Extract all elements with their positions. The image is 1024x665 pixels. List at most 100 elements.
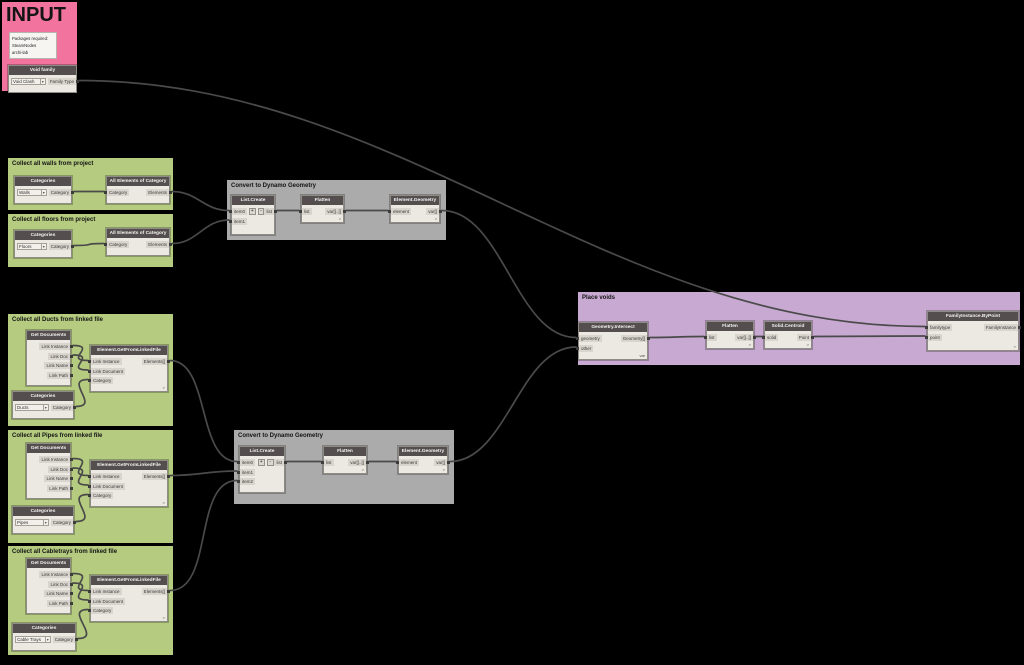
node-header[interactable]: All Elements of Category [107, 229, 169, 238]
node-header[interactable]: Element.Geometry [391, 196, 439, 205]
input-port-link-instance[interactable]: Link Instance [88, 358, 122, 365]
wire[interactable] [75, 493, 89, 523]
output-port-familyinstance[interactable]: FamilyInstance [983, 324, 1022, 331]
dropdown-walls[interactable]: Walls▾ [17, 189, 47, 196]
input-port-item1[interactable]: item1 [228, 217, 248, 225]
lacing-indicator[interactable]: > [434, 215, 437, 221]
input-port-item0[interactable]: item0 [228, 208, 248, 215]
wire[interactable] [169, 359, 238, 463]
lacing-indicator[interactable]: > [442, 466, 445, 472]
node-header[interactable]: Flatten [302, 196, 343, 205]
add-input-button[interactable]: + [257, 459, 265, 466]
wire[interactable] [73, 242, 105, 247]
input-port-item1[interactable]: item1 [236, 468, 256, 476]
output-port-link-path[interactable]: Link Path [47, 599, 73, 607]
output-port-link-path[interactable]: Link Path [47, 484, 73, 492]
node-header[interactable]: Element.GetFromLinkedFile [91, 461, 167, 470]
input-port-category[interactable]: Category [87, 607, 114, 614]
input-port-item0[interactable]: item0 [236, 459, 256, 466]
output-port-category[interactable]: Category [50, 519, 77, 526]
lacing-indicator[interactable]: > [162, 499, 165, 505]
output-port-link-doc[interactable]: Link Doc [48, 465, 73, 473]
lacing-indicator[interactable]: > [806, 341, 809, 347]
node-header[interactable]: Get Documents [27, 444, 70, 453]
lacing-indicator[interactable]: > [338, 215, 341, 221]
input-port-link-instance[interactable]: Link Instance [88, 473, 122, 480]
input-port-category[interactable]: Category [87, 377, 114, 384]
node-header[interactable]: Geometry.Intersect [579, 323, 647, 332]
input-port-element[interactable]: element [387, 208, 412, 215]
output-port-link-doc[interactable]: Link Doc [48, 352, 73, 360]
wire[interactable] [169, 479, 238, 592]
input-port-geometry[interactable]: geometry [576, 335, 602, 342]
wire[interactable] [169, 470, 238, 477]
lacing-indicator[interactable]: > [162, 384, 165, 390]
output-port-var[interactable]: var[] [434, 459, 450, 466]
output-port-link-doc[interactable]: Link Doc [48, 580, 73, 588]
output-port-link-instance[interactable]: Link Instance [39, 571, 73, 578]
lacing-indicator[interactable]: > [162, 614, 165, 620]
wire[interactable] [441, 209, 577, 339]
lacing-indicator[interactable]: > [1013, 344, 1016, 349]
remove-input-button[interactable]: - [266, 459, 274, 466]
node-list-create-1[interactable]: List.Create item0+-list item1 [228, 195, 277, 235]
node-header[interactable]: Categories [13, 624, 75, 633]
output-port-category[interactable]: Category [48, 189, 75, 196]
output-port-link-instance[interactable]: Link Instance [39, 456, 73, 463]
output-port-elements[interactable]: Elements [146, 189, 172, 196]
wire[interactable] [649, 335, 705, 339]
lacing-indicator[interactable]: var [639, 353, 645, 358]
node-header[interactable]: Categories [13, 392, 73, 401]
lacing-indicator[interactable]: > [361, 466, 364, 472]
wire[interactable] [813, 335, 926, 338]
output-port-list[interactable]: list [274, 459, 287, 466]
input-port-list[interactable]: list [321, 459, 334, 466]
dropdown-cable-trays[interactable]: Cable Trays▾ [15, 636, 51, 643]
output-port-elements[interactable]: Elements [146, 241, 172, 248]
node-header[interactable]: Void family [9, 66, 76, 75]
wire[interactable] [75, 378, 89, 408]
output-port-link-instance[interactable]: Link Instance [39, 343, 73, 350]
node-header[interactable]: List.Create [240, 447, 284, 456]
wire[interactable] [72, 582, 89, 601]
input-port-category[interactable]: Category [103, 189, 130, 196]
node-header[interactable]: Solid.Centroid [765, 322, 811, 331]
remove-input-button[interactable]: - [257, 208, 265, 215]
input-port-item2[interactable]: item2 [236, 478, 256, 485]
wire[interactable] [72, 354, 89, 371]
node-header[interactable]: List.Create [232, 196, 274, 205]
output-port-var[interactable]: var[]..[] [735, 334, 756, 341]
input-port-category[interactable]: Category [103, 241, 130, 248]
output-port-point[interactable]: Point [796, 334, 815, 341]
node-header[interactable]: Categories [13, 507, 73, 516]
output-port-link-name[interactable]: Link Name [44, 362, 73, 369]
output-port-elements[interactable]: Elements[] [141, 473, 171, 480]
output-port-list[interactable]: list [264, 208, 277, 215]
node-header[interactable]: Get Documents [27, 331, 70, 340]
node-header[interactable]: All Elements of Category [107, 177, 169, 186]
wire[interactable] [449, 346, 577, 463]
wire[interactable] [72, 467, 89, 486]
lacing-indicator[interactable]: > [748, 341, 751, 347]
input-port-element[interactable]: element [395, 459, 420, 466]
node-header[interactable]: Categories [15, 177, 71, 186]
input-port-link-document[interactable]: Link Document [87, 367, 126, 375]
wire[interactable] [171, 190, 230, 212]
node-element-geometry-1[interactable]: Element.Geometry element var[]> [387, 195, 442, 223]
node-header[interactable]: Get Documents [27, 559, 70, 568]
input-port-category[interactable]: Category [87, 492, 114, 499]
input-port-solid[interactable]: solid [761, 334, 779, 341]
output-port-var[interactable]: var[] [426, 208, 442, 215]
output-port-category[interactable]: Category [50, 404, 77, 411]
add-input-button[interactable]: + [249, 208, 256, 215]
